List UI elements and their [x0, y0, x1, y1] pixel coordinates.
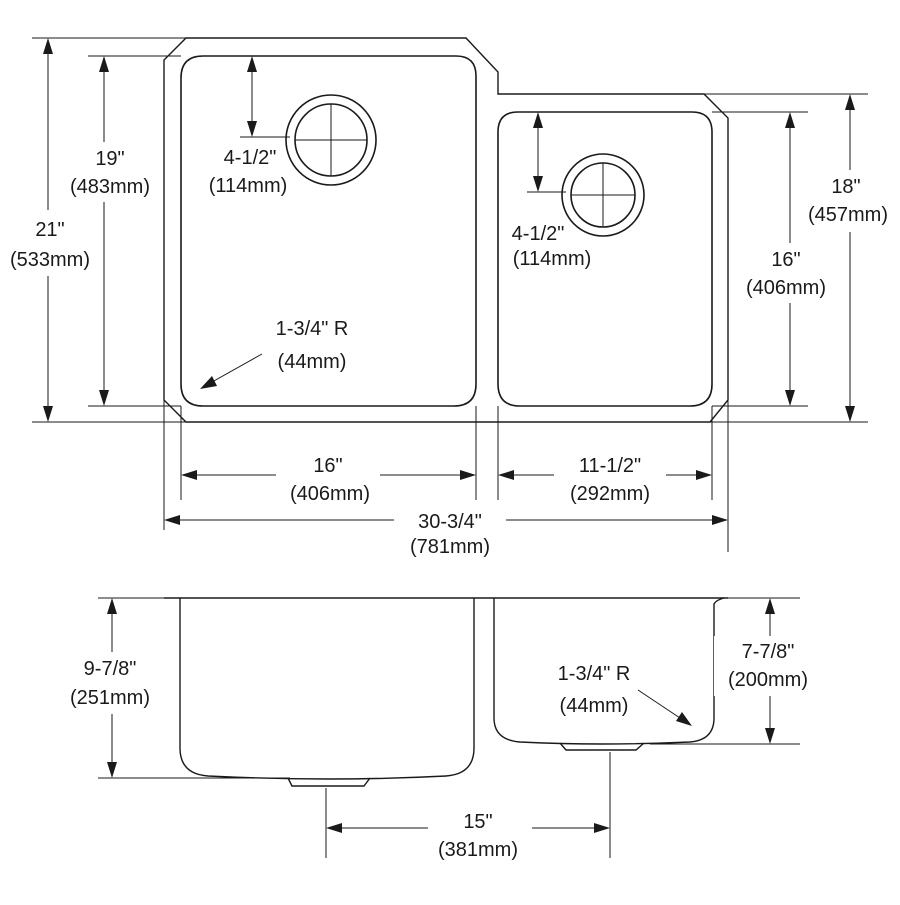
- dim-large-bowl-height: 9-7/8" (251mm): [54, 598, 160, 778]
- large-bowl-width-metric: (406mm): [290, 483, 370, 505]
- small-bowl-profile: [493, 597, 725, 745]
- dim-small-bowl-height: 7-7/8" (200mm): [714, 598, 822, 744]
- small-bowl-width-imperial: 11-1/2": [579, 455, 641, 477]
- dim-overall-width: 30-3/4" (781mm): [164, 506, 728, 558]
- dim-small-bowl-width: 11-1/2" (292mm): [498, 452, 712, 508]
- sink-rim-outline: [163, 37, 729, 423]
- dim-small-drain-offset: 4-1/2" (114mm): [512, 112, 592, 270]
- drain-spacing-imperial: 15": [463, 811, 492, 833]
- dim-small-bowl-depth: 16" (406mm): [738, 112, 838, 406]
- large-bowl-drain: [285, 94, 377, 186]
- corner-radius-top-imperial: 1-3/4" R: [276, 318, 349, 340]
- side-view: 9-7/8" (251mm) 7-7/8" (200mm) 1-3/4" R (…: [54, 597, 822, 862]
- small-bowl-width-metric: (292mm): [570, 483, 650, 505]
- small-drain-offset-imperial: 4-1/2": [512, 223, 565, 245]
- large-bowl-profile: [179, 598, 475, 780]
- dim-drain-spacing: 15" (381mm): [326, 806, 610, 862]
- small-bowl-height-metric: (200mm): [728, 669, 808, 691]
- large-drain-offset-imperial: 4-1/2": [224, 147, 277, 169]
- small-bowl-side-drain: [559, 742, 645, 751]
- dim-small-overall-depth: 18" (457mm): [796, 94, 900, 422]
- drain-spacing-metric: (381mm): [438, 839, 518, 861]
- small-bowl-depth-imperial: 16": [771, 249, 800, 271]
- dim-corner-radius-side: 1-3/4" R (44mm): [558, 663, 692, 726]
- large-bowl-outline: [180, 55, 477, 407]
- large-bowl-width-imperial: 16": [313, 455, 342, 477]
- overall-width-metric: (781mm): [410, 536, 490, 558]
- small-overall-depth-imperial: 18": [831, 176, 860, 198]
- small-bowl-outline: [497, 111, 713, 407]
- small-overall-depth-metric: (457mm): [808, 204, 888, 226]
- overall-depth-metric: (533mm): [10, 249, 90, 271]
- large-bowl-depth-imperial: 19": [95, 148, 124, 170]
- large-drain-offset-metric: (114mm): [209, 175, 288, 197]
- large-bowl-side-drain: [287, 777, 371, 787]
- small-bowl-height-imperial: 7-7/8": [742, 641, 795, 663]
- small-drain-offset-metric: (114mm): [513, 248, 592, 270]
- small-bowl-drain: [561, 153, 645, 237]
- overall-width-imperial: 30-3/4": [418, 511, 482, 533]
- large-bowl-depth-metric: (483mm): [70, 176, 150, 198]
- dim-corner-radius-top: 1-3/4" R (44mm): [200, 318, 348, 389]
- dim-large-drain-offset: 4-1/2" (114mm): [209, 56, 288, 197]
- dim-large-bowl-width: 16" (406mm): [181, 452, 476, 508]
- overall-depth-imperial: 21": [35, 219, 64, 241]
- corner-radius-top-metric: (44mm): [278, 351, 347, 373]
- top-view: 21" (533mm) 19" (483mm) 4-1/2" (114mm) 4…: [4, 37, 900, 558]
- large-bowl-height-metric: (251mm): [70, 687, 150, 709]
- corner-radius-side-imperial: 1-3/4" R: [558, 663, 631, 685]
- corner-radius-side-metric: (44mm): [560, 695, 629, 717]
- large-bowl-height-imperial: 9-7/8": [84, 658, 137, 680]
- dim-large-bowl-depth: 19" (483mm): [58, 56, 162, 406]
- dim-overall-depth: 21" (533mm): [4, 38, 100, 422]
- small-bowl-depth-metric: (406mm): [746, 277, 826, 299]
